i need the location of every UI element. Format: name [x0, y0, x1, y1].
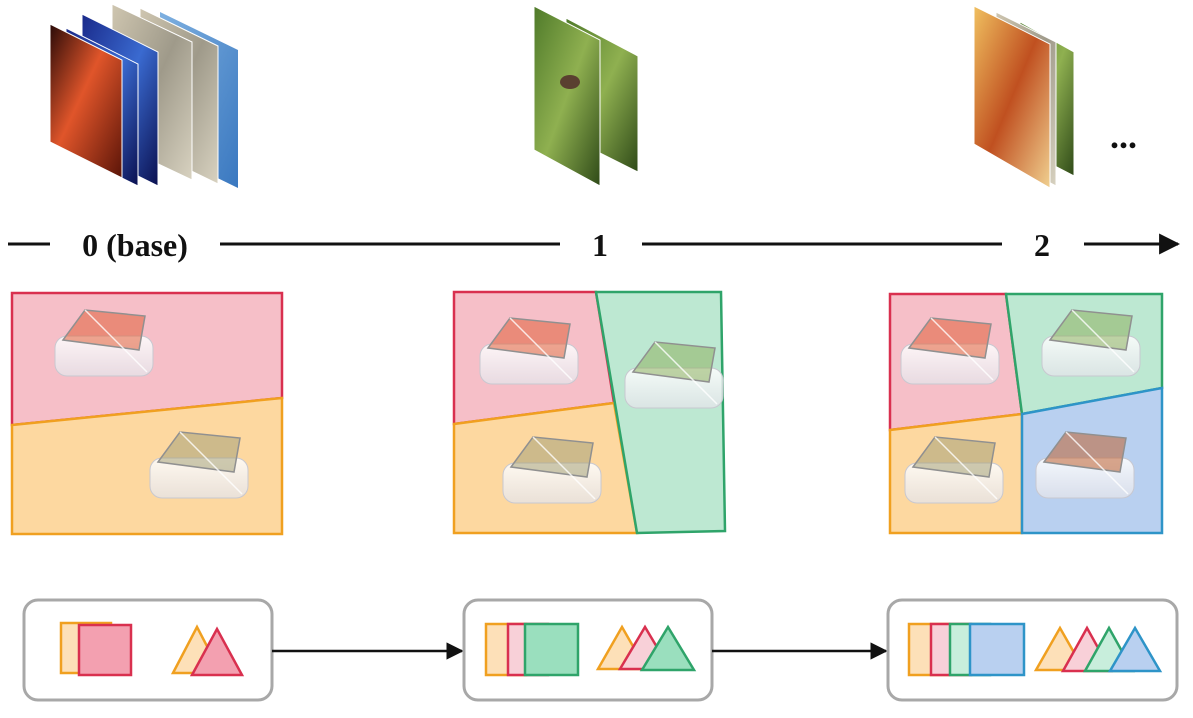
- triangle-prototype-icon: [639, 624, 697, 672]
- feature-space-stage-0: [10, 291, 284, 536]
- continuation-ellipsis: ...: [1110, 116, 1137, 156]
- data-cube-icon: [149, 431, 249, 499]
- square-prototype-icon: [523, 622, 580, 677]
- data-cube-icon: [479, 317, 579, 385]
- prototype-panel-stage-0: [22, 598, 274, 702]
- data-cube-icon: [1041, 309, 1141, 377]
- stage-label-2: 2: [1034, 227, 1050, 263]
- prototype-panel-stage-1: [462, 598, 714, 702]
- data-cube-icon: [900, 317, 1000, 385]
- stage-label-0: 0 (base): [82, 227, 188, 263]
- square-prototype-icon: [968, 622, 1026, 677]
- data-cube-icon: [54, 309, 154, 377]
- stage-label-1: 1: [592, 227, 608, 263]
- image-stack-icon: [49, 3, 238, 188]
- data-cube-icon: [904, 436, 1004, 504]
- triangle-prototype-icon: [1107, 625, 1163, 673]
- data-cube-icon: [624, 341, 724, 409]
- prototype-panel-stage-2: [886, 598, 1179, 702]
- data-cube-icon: [1035, 431, 1135, 499]
- triangle-prototype-icon: [189, 626, 245, 677]
- square-prototype-icon: [77, 623, 133, 677]
- data-cube-icon: [502, 436, 602, 504]
- image-stack-icon: [533, 5, 639, 187]
- image-stack-icon: [973, 5, 1075, 189]
